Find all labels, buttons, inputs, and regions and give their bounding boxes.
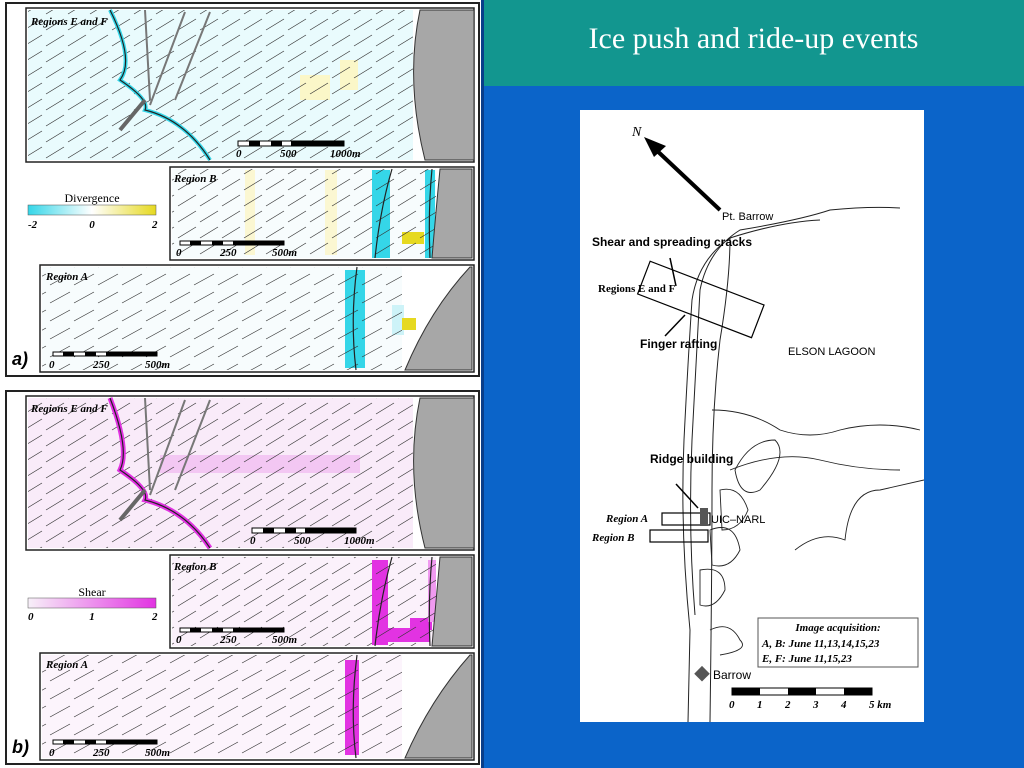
title-band bbox=[483, 0, 1024, 86]
scale-tick: 0 bbox=[176, 634, 182, 646]
scale-tick: 250 bbox=[92, 747, 110, 759]
scale-tick: 0 bbox=[236, 148, 242, 160]
scale-tick: 0 bbox=[49, 747, 55, 759]
scale-tick: 500 bbox=[294, 535, 311, 547]
barrier-spit bbox=[682, 219, 821, 722]
scale-tick: 2 bbox=[784, 699, 791, 711]
scale-bar: 0 500 1000m bbox=[236, 140, 361, 160]
acquisition-line2: E, F: June 11,15,23 bbox=[761, 653, 852, 665]
scale-bar: 0 250 500m bbox=[49, 739, 171, 759]
panel-b-region-b: Region B 0 250 500m bbox=[169, 554, 475, 649]
region-b-box bbox=[649, 529, 709, 543]
region-ef-label: Regions E and F bbox=[30, 16, 108, 28]
north-arrow bbox=[650, 144, 722, 212]
pt-barrow-label: Pt. Barrow bbox=[722, 211, 773, 223]
shear-cracks-label: Shear and spreading cracks bbox=[592, 235, 752, 249]
acquisition-line1: A, B: June 11,13,14,15,23 bbox=[761, 638, 880, 650]
ridge-building-label: Ridge building bbox=[650, 452, 733, 466]
scale-tick: 0 bbox=[176, 247, 182, 259]
legend-mid: 0 bbox=[89, 219, 95, 231]
panel-b-region-ef: Regions E and F 0 500 1000m bbox=[25, 395, 475, 551]
panel-b-tag: b) bbox=[12, 737, 29, 757]
region-a-label: Region A bbox=[45, 271, 88, 283]
divider bbox=[481, 0, 484, 768]
acquisition-title: Image acquisition: bbox=[794, 622, 880, 634]
elson-lagoon-label: ELSON LAGOON bbox=[788, 346, 875, 358]
scale-tick: 3 bbox=[812, 699, 819, 711]
legend-min: -2 bbox=[28, 219, 38, 231]
panel-a-tag: a) bbox=[12, 349, 28, 369]
panel-a-region-b: Region B 0 250 500m bbox=[169, 166, 475, 261]
legend-title: Divergence bbox=[64, 191, 119, 205]
deformation-figure: Regions E and F 0 500 1000m Divergence -… bbox=[5, 2, 480, 765]
coastline bbox=[690, 206, 901, 616]
legend-max: 2 bbox=[151, 219, 158, 231]
finger-rafting-label: Finger rafting bbox=[640, 337, 717, 351]
region-b-map-label: Region B bbox=[591, 532, 634, 544]
scale-tick: 500m bbox=[272, 634, 298, 646]
shear-legend: Shear 0 1 2 bbox=[27, 585, 158, 623]
region-a-box bbox=[661, 512, 711, 526]
scale-tick: 1 bbox=[757, 699, 763, 711]
divergence-legend: Divergence -2 0 2 bbox=[27, 191, 158, 231]
region-a-label: Region A bbox=[45, 659, 88, 671]
scale-tick: 5 km bbox=[869, 699, 892, 711]
scale-bar: 0 250 500m bbox=[49, 351, 171, 371]
legend-min: 0 bbox=[28, 611, 34, 623]
scale-bar: 0 250 500m bbox=[176, 627, 298, 646]
slide-title: Ice push and ride-up events bbox=[588, 22, 919, 55]
scale-tick: 500 bbox=[280, 148, 297, 160]
location-map: N Pt. Barrow Shear and spreading cracks … bbox=[580, 110, 924, 722]
legend-title: Shear bbox=[78, 585, 105, 599]
uic-narl-label: UIC–NARL bbox=[711, 514, 765, 526]
region-ef-label: Regions E and F bbox=[30, 403, 108, 415]
region-b-label: Region B bbox=[173, 173, 216, 185]
scale-tick: 0 bbox=[250, 535, 256, 547]
scale-tick: 1000m bbox=[330, 148, 361, 160]
scale-tick: 250 bbox=[92, 359, 110, 371]
region-a-map-label: Region A bbox=[605, 513, 648, 525]
scale-tick: 500m bbox=[145, 359, 171, 371]
legend-max: 2 bbox=[151, 611, 158, 623]
scale-tick: 500m bbox=[145, 747, 171, 759]
scale-tick: 500m bbox=[272, 247, 298, 259]
panel-b-region-a: Region A 0 250 500m bbox=[39, 652, 475, 761]
scale-tick: 250 bbox=[219, 247, 237, 259]
scale-bar: 0 500 1000m bbox=[250, 527, 375, 547]
scale-tick: 1000m bbox=[344, 535, 375, 547]
regions-ef-box bbox=[636, 260, 765, 339]
panel-a-region-ef: Regions E and F 0 500 1000m bbox=[25, 7, 475, 163]
panel-a-region-a: Region A 0 250 500m bbox=[39, 264, 475, 373]
region-b-label: Region B bbox=[173, 561, 216, 573]
scale-bar: 0 250 500m bbox=[176, 240, 298, 259]
north-label: N bbox=[631, 125, 642, 140]
scale-tick: 4 bbox=[840, 699, 847, 711]
scale-tick: 0 bbox=[729, 699, 735, 711]
scale-tick: 250 bbox=[219, 634, 237, 646]
acquisition-box bbox=[757, 617, 919, 668]
barrow-label: Barrow bbox=[713, 668, 751, 682]
legend-mid: 1 bbox=[89, 611, 95, 623]
map-scale-bar: 0 1 2 3 4 5 km bbox=[729, 687, 892, 711]
regions-ef-label: Regions E and F bbox=[598, 283, 676, 295]
scale-tick: 0 bbox=[49, 359, 55, 371]
